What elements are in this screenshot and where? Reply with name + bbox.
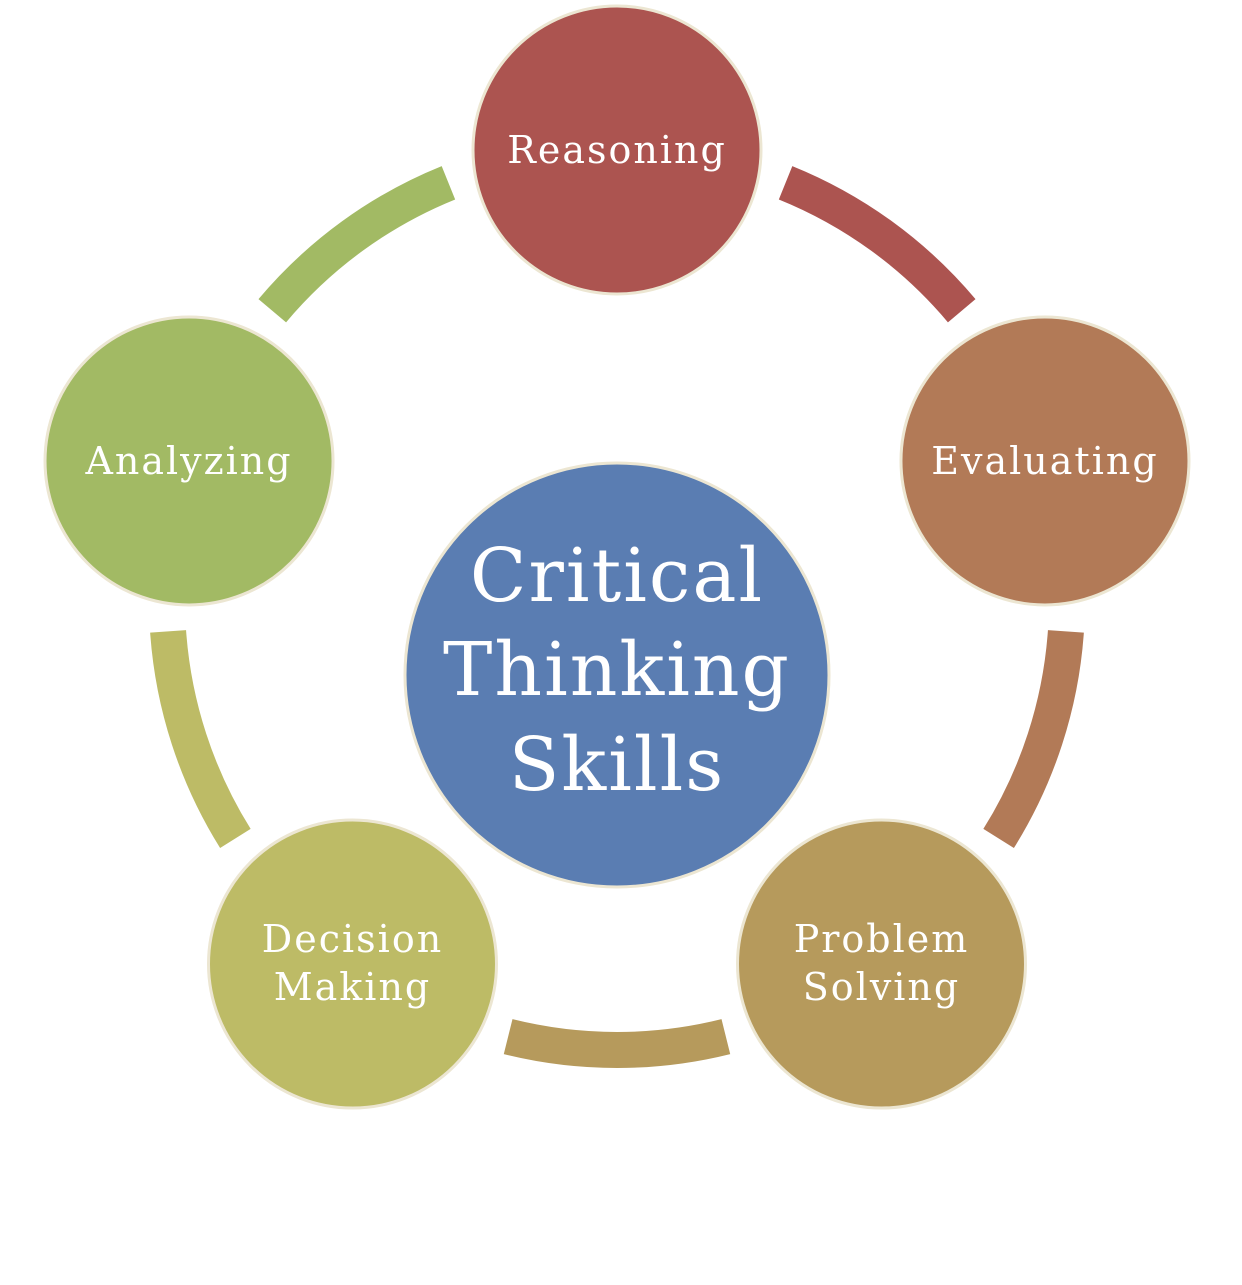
node-decision-making-circle [206,818,498,1110]
node-evaluating-circle [899,315,1191,607]
connector-arc [258,166,456,323]
connector-arc [983,630,1084,848]
connector-arc [503,1019,731,1068]
center-circle [403,461,831,889]
center-label-line-1: Critical [470,533,764,619]
node-problem-solving-circle [736,818,1028,1110]
outer-nodes-group: Reasoning Evaluating Problem Solving Dec… [43,4,1191,1110]
node-reasoning-circle [471,4,763,296]
connectors-group [150,166,1084,1068]
node-analyzing: Analyzing [43,315,335,607]
node-problem-solving: Problem Solving [736,818,1028,1110]
node-decision-making-label-line-1: Decision [262,917,443,961]
center-label-line-3: Skills [509,722,726,808]
node-evaluating: Evaluating [899,315,1191,607]
node-problem-solving-label-line-2: Solving [803,965,960,1009]
node-analyzing-circle [43,315,335,607]
connector-arc [778,166,976,323]
node-evaluating-label: Evaluating [931,439,1158,483]
node-decision-making-label-line-2: Making [274,965,432,1009]
node-reasoning-label: Reasoning [507,128,727,172]
node-decision-making: Decision Making [206,818,498,1110]
center-node: Critical Thinking Skills [403,461,831,889]
connector-arc [150,630,251,848]
node-reasoning: Reasoning [471,4,763,296]
node-analyzing-label: Analyzing [84,439,292,483]
node-problem-solving-label-line-1: Problem [794,917,970,961]
center-label-line-2: Thinking [443,627,791,713]
